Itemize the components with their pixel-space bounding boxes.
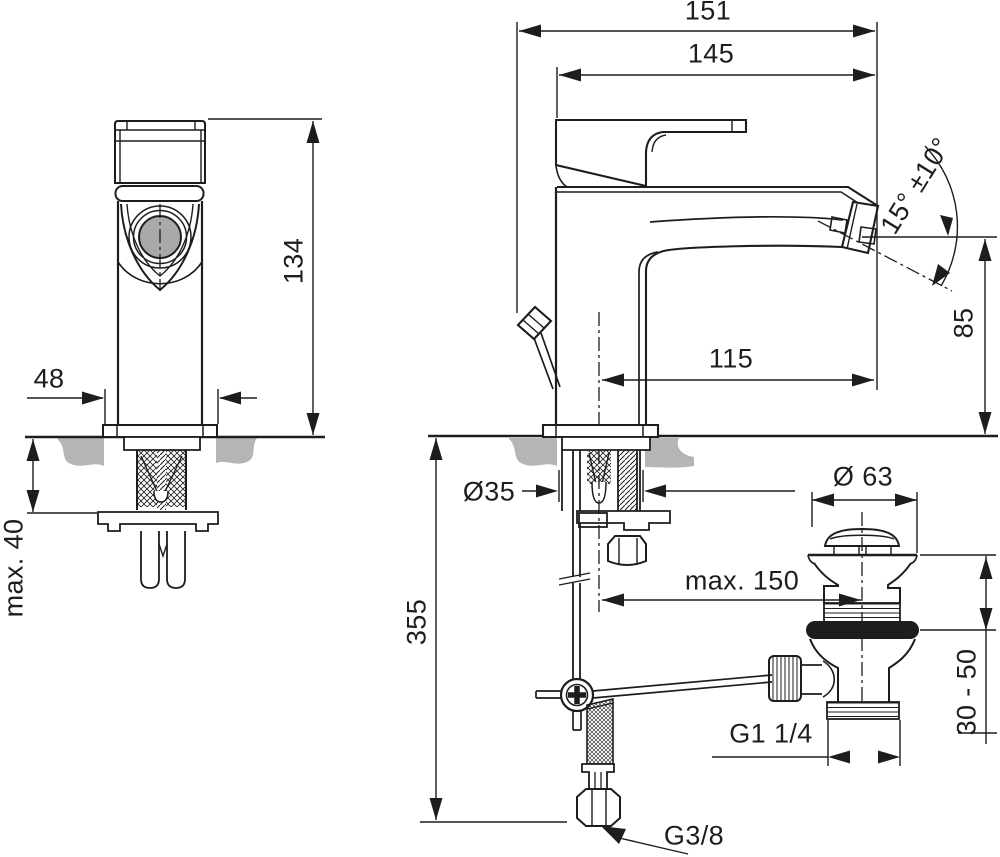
dim-label-max-deck-thickness: max. 40 <box>0 518 29 618</box>
dim-label-clamping-range: 30 - 50 <box>951 648 982 736</box>
dim-label-hose-reach: 355 <box>401 598 432 646</box>
dim-label-spout-reach: 115 <box>708 343 754 374</box>
countertop-section <box>58 438 694 468</box>
front-view-underdeck <box>97 436 219 589</box>
dim-label-waste-thread: G1 1/4 <box>729 718 813 749</box>
pop-up-waste-assembly <box>768 527 919 720</box>
front-view-faucet <box>102 120 218 438</box>
dim-label-mounting-hole-diameter: Ø35 <box>462 476 516 507</box>
dim-label-waste-flange-diameter: Ø 63 <box>832 461 894 492</box>
pop-up-rod-linkage <box>535 674 773 731</box>
dim-label-overall-depth: 151 <box>684 0 732 26</box>
dim-label-body-height: 134 <box>278 237 309 285</box>
dim-label-outlet-height: 85 <box>948 307 979 339</box>
dim-label-body-width: 48 <box>33 363 65 394</box>
dimension-arrowheads <box>26 24 993 844</box>
dim-label-supply-thread: G3/8 <box>663 820 725 851</box>
dim-label-spout-overhang: 145 <box>687 38 735 69</box>
side-view-underdeck <box>558 436 671 681</box>
centerlines <box>159 204 953 705</box>
dim-label-max-waste-distance: max. 150 <box>684 565 800 596</box>
flexible-hose <box>576 697 621 827</box>
side-view-faucet <box>516 118 880 439</box>
